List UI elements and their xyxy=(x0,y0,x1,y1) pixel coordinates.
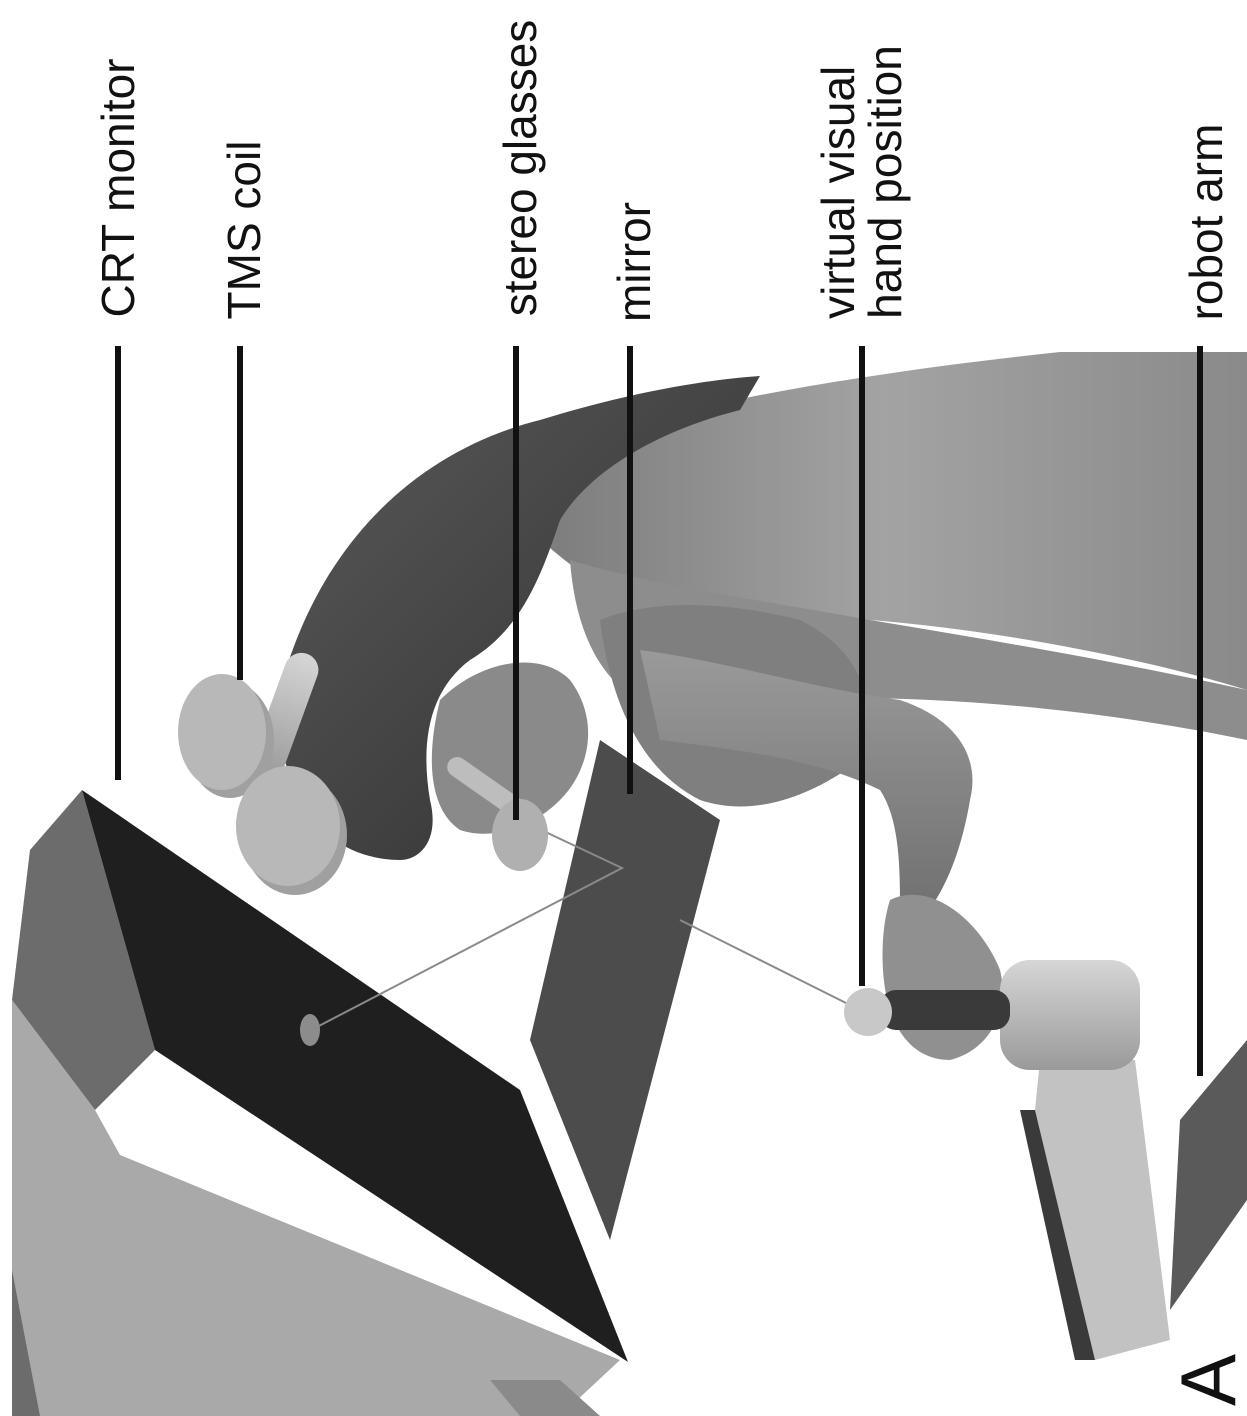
label-virtual-hand: virtual visual hand position xyxy=(815,45,909,319)
robot-handle xyxy=(880,990,1010,1030)
virtual-hand-sphere xyxy=(844,988,892,1036)
label-tms-coil: TMS coil xyxy=(221,141,267,320)
robot-base-link xyxy=(1170,1040,1247,1310)
panel-letter: A xyxy=(1169,1354,1247,1406)
mirror-panel xyxy=(530,740,720,1240)
robot-cylinder xyxy=(1000,960,1140,1070)
label-stereo-glasses: stereo glasses xyxy=(497,20,543,317)
label-robot-arm: robot arm xyxy=(1183,124,1229,321)
screen-target-dot xyxy=(300,1014,320,1046)
robot-arm xyxy=(844,960,1247,1360)
label-crt-monitor: CRT monitor xyxy=(95,58,141,317)
label-mirror: mirror xyxy=(611,202,657,322)
